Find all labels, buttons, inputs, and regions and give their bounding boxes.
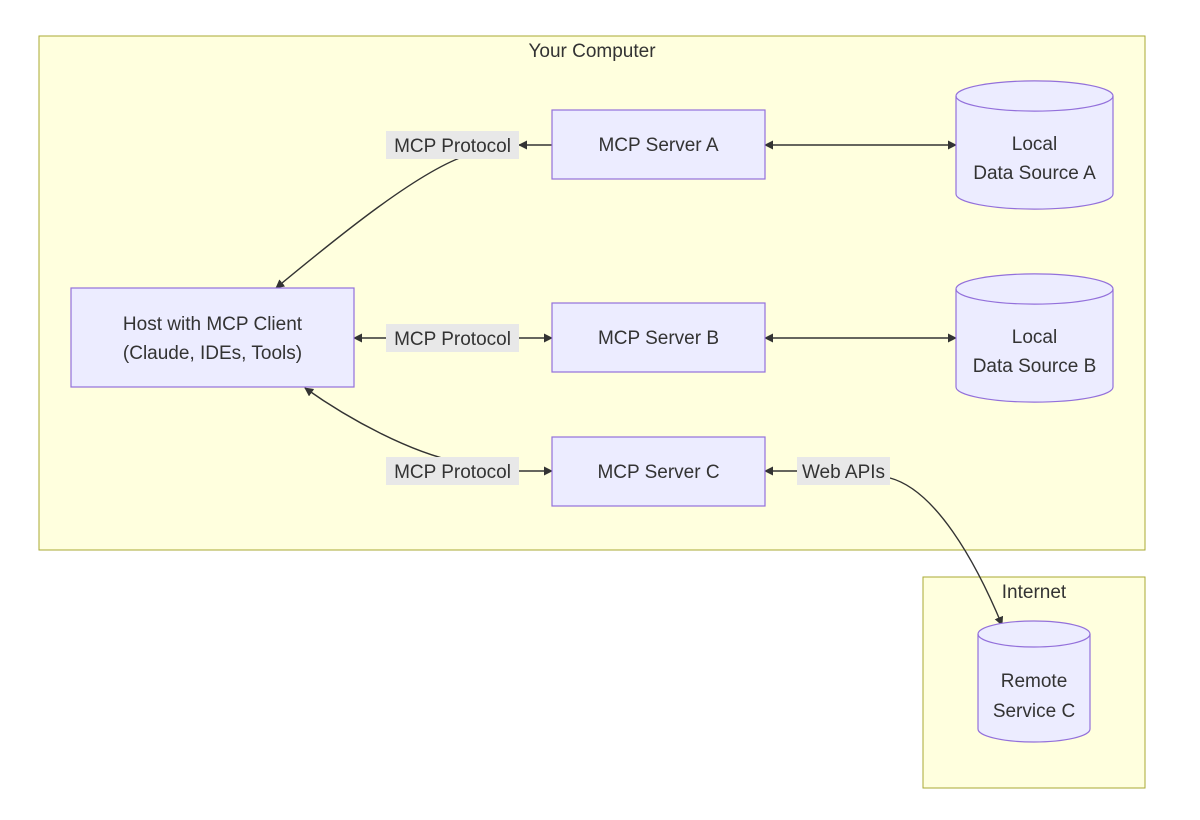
svg-text:Remote: Remote [1001,671,1068,692]
cluster-internet-title: Internet [1002,582,1067,603]
svg-text:MCP Protocol: MCP Protocol [394,329,511,350]
node-local-data-source-b: Local Data Source B [955,273,1114,403]
svg-text:MCP Server B: MCP Server B [598,328,719,349]
svg-text:MCP Server C: MCP Server C [597,462,719,483]
cluster-internet: Internet [922,576,1146,789]
svg-text:Service C: Service C [993,701,1075,722]
edge-label-host-server-a: MCP Protocol [386,131,519,159]
svg-text:MCP Protocol: MCP Protocol [394,462,511,483]
svg-text:Host with MCP Client: Host with MCP Client [123,314,303,335]
node-local-data-source-a: Local Data Source A [955,80,1114,210]
svg-text:MCP Server A: MCP Server A [598,135,718,156]
svg-text:Local: Local [1012,327,1057,348]
svg-text:Local: Local [1012,134,1057,155]
edge-host-server-a [275,140,552,289]
svg-text:(Claude, IDEs, Tools): (Claude, IDEs, Tools) [123,343,302,364]
edge-label-host-server-b: MCP Protocol [386,324,519,352]
cluster-your-computer-title: Your Computer [528,41,656,62]
edge-label-host-server-c: MCP Protocol [386,457,519,485]
svg-text:MCP Protocol: MCP Protocol [394,136,511,157]
edge-server-c-remote-c [764,466,1004,626]
svg-text:Data Source B: Data Source B [973,356,1097,377]
svg-text:Data Source A: Data Source A [973,163,1096,184]
svg-text:Web APIs: Web APIs [802,462,885,483]
node-mcp-server-c: MCP Server C [551,436,766,507]
node-mcp-server-a: MCP Server A [551,109,766,180]
node-remote-service-c: Remote Service C [977,620,1091,743]
node-mcp-server-b: MCP Server B [551,302,766,373]
edge-label-server-c-remote-c: Web APIs [797,457,890,485]
node-host-with-mcp-client: Host with MCP Client (Claude, IDEs, Tool… [70,287,355,388]
